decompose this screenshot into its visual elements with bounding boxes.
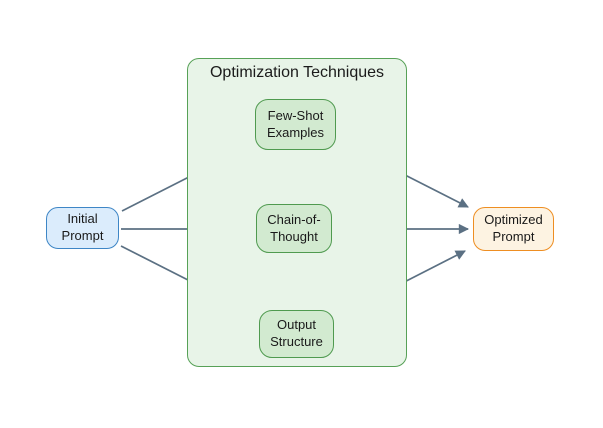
container-title: Optimization Techniques xyxy=(209,64,385,81)
node-few-shot-examples: Few-Shot Examples xyxy=(255,99,336,150)
node-output-structure: Output Structure xyxy=(259,310,334,358)
node-chain-of-thought: Chain-of- Thought xyxy=(256,204,332,253)
node-optimized-prompt: Optimized Prompt xyxy=(473,207,554,251)
node-initial-prompt: Initial Prompt xyxy=(46,207,119,249)
